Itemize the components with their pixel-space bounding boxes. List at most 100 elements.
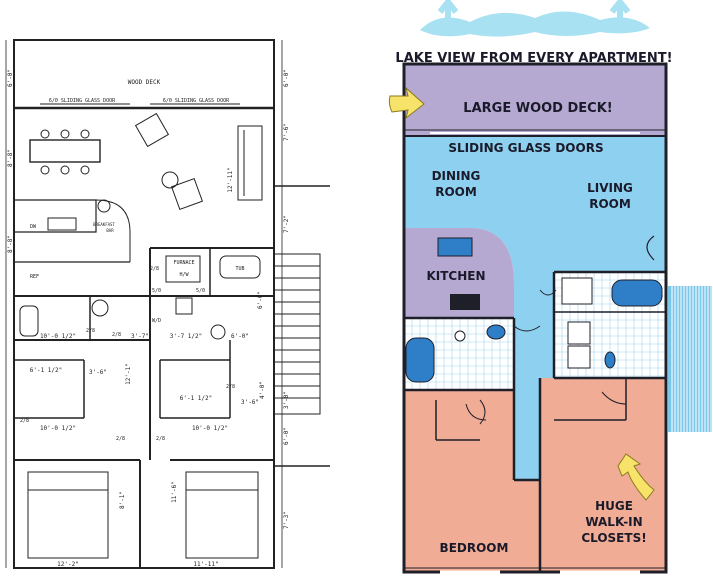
dimension-label: 3'-6" [89,369,107,376]
closets-label: HUGE [595,499,633,513]
dimension-label: 7'-3" [283,511,290,529]
dimension-label: 6'-0" [283,427,290,445]
washer-icon [567,321,591,345]
washer-icon [175,297,193,315]
dining-room-label: ROOM [435,185,477,199]
tub-icon [219,255,261,279]
dimension-label: 8'-1" [119,491,126,509]
sink-icon [486,324,506,340]
dimension-label: 10'-0 1/2" [40,333,76,340]
dimension-label: 10'-0 1/2" [192,425,228,432]
living-room-label: LIVING [587,181,633,195]
headline: LAKE VIEW FROM EVERY APARTMENT! [395,51,672,66]
living-area [404,136,666,480]
door-size-label: 2/8 [86,328,95,334]
toilet-icon [210,324,226,340]
dimension-label: 7'-2" [283,215,290,233]
dimension-label: 7'-6" [283,123,290,141]
tub-icon [611,279,663,307]
arrow-up-icon [437,0,459,22]
door-size-label: 2/8 [112,332,121,338]
dimension-label: 6'-0" [7,69,14,87]
dimension-label: 12'-11" [227,167,234,192]
door-size-label: 2/8 [116,436,125,442]
closets-label: WALK-IN [585,515,642,529]
stove-icon [450,294,480,310]
blueprint-deck-label: WOOD DECK [128,79,161,86]
dimension-label: 3'-6" [241,399,259,406]
dimension-label: 12'-1" [125,363,132,385]
door-size-label: 5/0 [196,288,205,294]
deck-area [404,64,666,136]
dimension-label: 6'-0" [257,291,264,309]
bed-icon [185,471,259,559]
dimension-label: 3'-0" [283,391,290,409]
dimension-label: 6'-1 1/2" [180,395,213,402]
dimension-label: 6'-0" [283,69,290,87]
blueprint-wd-label: W/D [152,318,161,324]
toilet-icon [454,330,466,342]
dimension-label: 8'-8" [7,149,14,167]
blueprint-outline [13,39,275,569]
dimension-label: 8'-8" [7,235,14,253]
bedroom-left-nook [514,480,540,572]
tub-icon [19,305,39,337]
sliding-doors-label: SLIDING GLASS DOORS [448,141,603,155]
stairs [668,286,712,432]
blueprint-dw-label: DW [30,224,37,230]
toilet-icon [604,351,616,369]
color-floor-plan: LAKE VIEW FROM EVERY APARTMENT! LARGE WO… [388,0,712,574]
dining-table-icon [29,139,101,163]
armchair-icon [170,177,204,211]
armchair-icon [134,112,170,148]
blueprint-stairs [273,253,321,415]
fixtures [405,237,663,383]
sink-icon [91,299,109,317]
kitchen-label: KITCHEN [426,269,485,283]
kitchen-counter [14,199,97,233]
water-heater-icon [561,277,593,305]
dimension-label: 10'-0 1/2" [40,425,76,432]
dimension-label: 12'-2" [57,561,79,568]
blueprint-tub-label: TUB [235,266,244,272]
deck-label: LARGE WOOD DECK! [463,101,612,116]
kitchen-sink-icon [437,237,473,257]
bar-stool-icon [97,199,111,213]
bedroom-right [540,378,666,572]
dimension-label: 4'-0" [259,381,266,399]
dimension-label: 3'-7 1/2" [170,333,203,340]
tub-icon [405,337,435,383]
dryer-icon [567,345,591,369]
door-size-label: 2/8 [150,266,159,272]
blueprint-hw-label: H/W [179,272,189,278]
blueprint-labels: WOOD DECK 6/0 SLIDING GLASS DOOR 6/0 SLI… [7,69,290,568]
arrow-right-icon [388,86,425,120]
closets-label: CLOSETS! [581,531,646,545]
bed-icon [27,471,109,559]
blueprint-breakfast-label: BAR [106,228,114,233]
door-size-label: 5/0 [152,288,161,294]
walls [402,62,668,574]
arrow-up-left-icon [617,453,655,501]
dimension-label: 6'-0" [231,333,249,340]
dimension-label: 6'-1 1/2" [30,367,63,374]
blueprint-breakfast-label: BREAKFAST [93,222,115,227]
dimension-label: 3'-7" [131,333,149,340]
blueprint-door-label: 6/0 SLIDING GLASS DOOR [163,98,230,104]
living-room-label: ROOM [589,197,631,211]
blueprint-ref-label: REF [30,274,39,280]
bedroom-left [404,390,514,572]
dimension-label: 11'-6" [171,481,178,503]
lake-waves [420,0,650,37]
blueprint-plan [5,39,330,569]
blueprint-door-label: 6/0 SLIDING GLASS DOOR [49,98,116,104]
bedroom-label: BEDROOM [440,541,509,555]
door-size-label: 2/8 [156,436,165,442]
dining-room-label: DINING [432,169,481,183]
arrow-up-icon [609,0,631,22]
kitchen-area [404,228,514,318]
dimension-label: 11'-11" [193,561,218,568]
door-size-label: 2/8 [226,384,235,390]
sofa-icon [237,125,263,201]
